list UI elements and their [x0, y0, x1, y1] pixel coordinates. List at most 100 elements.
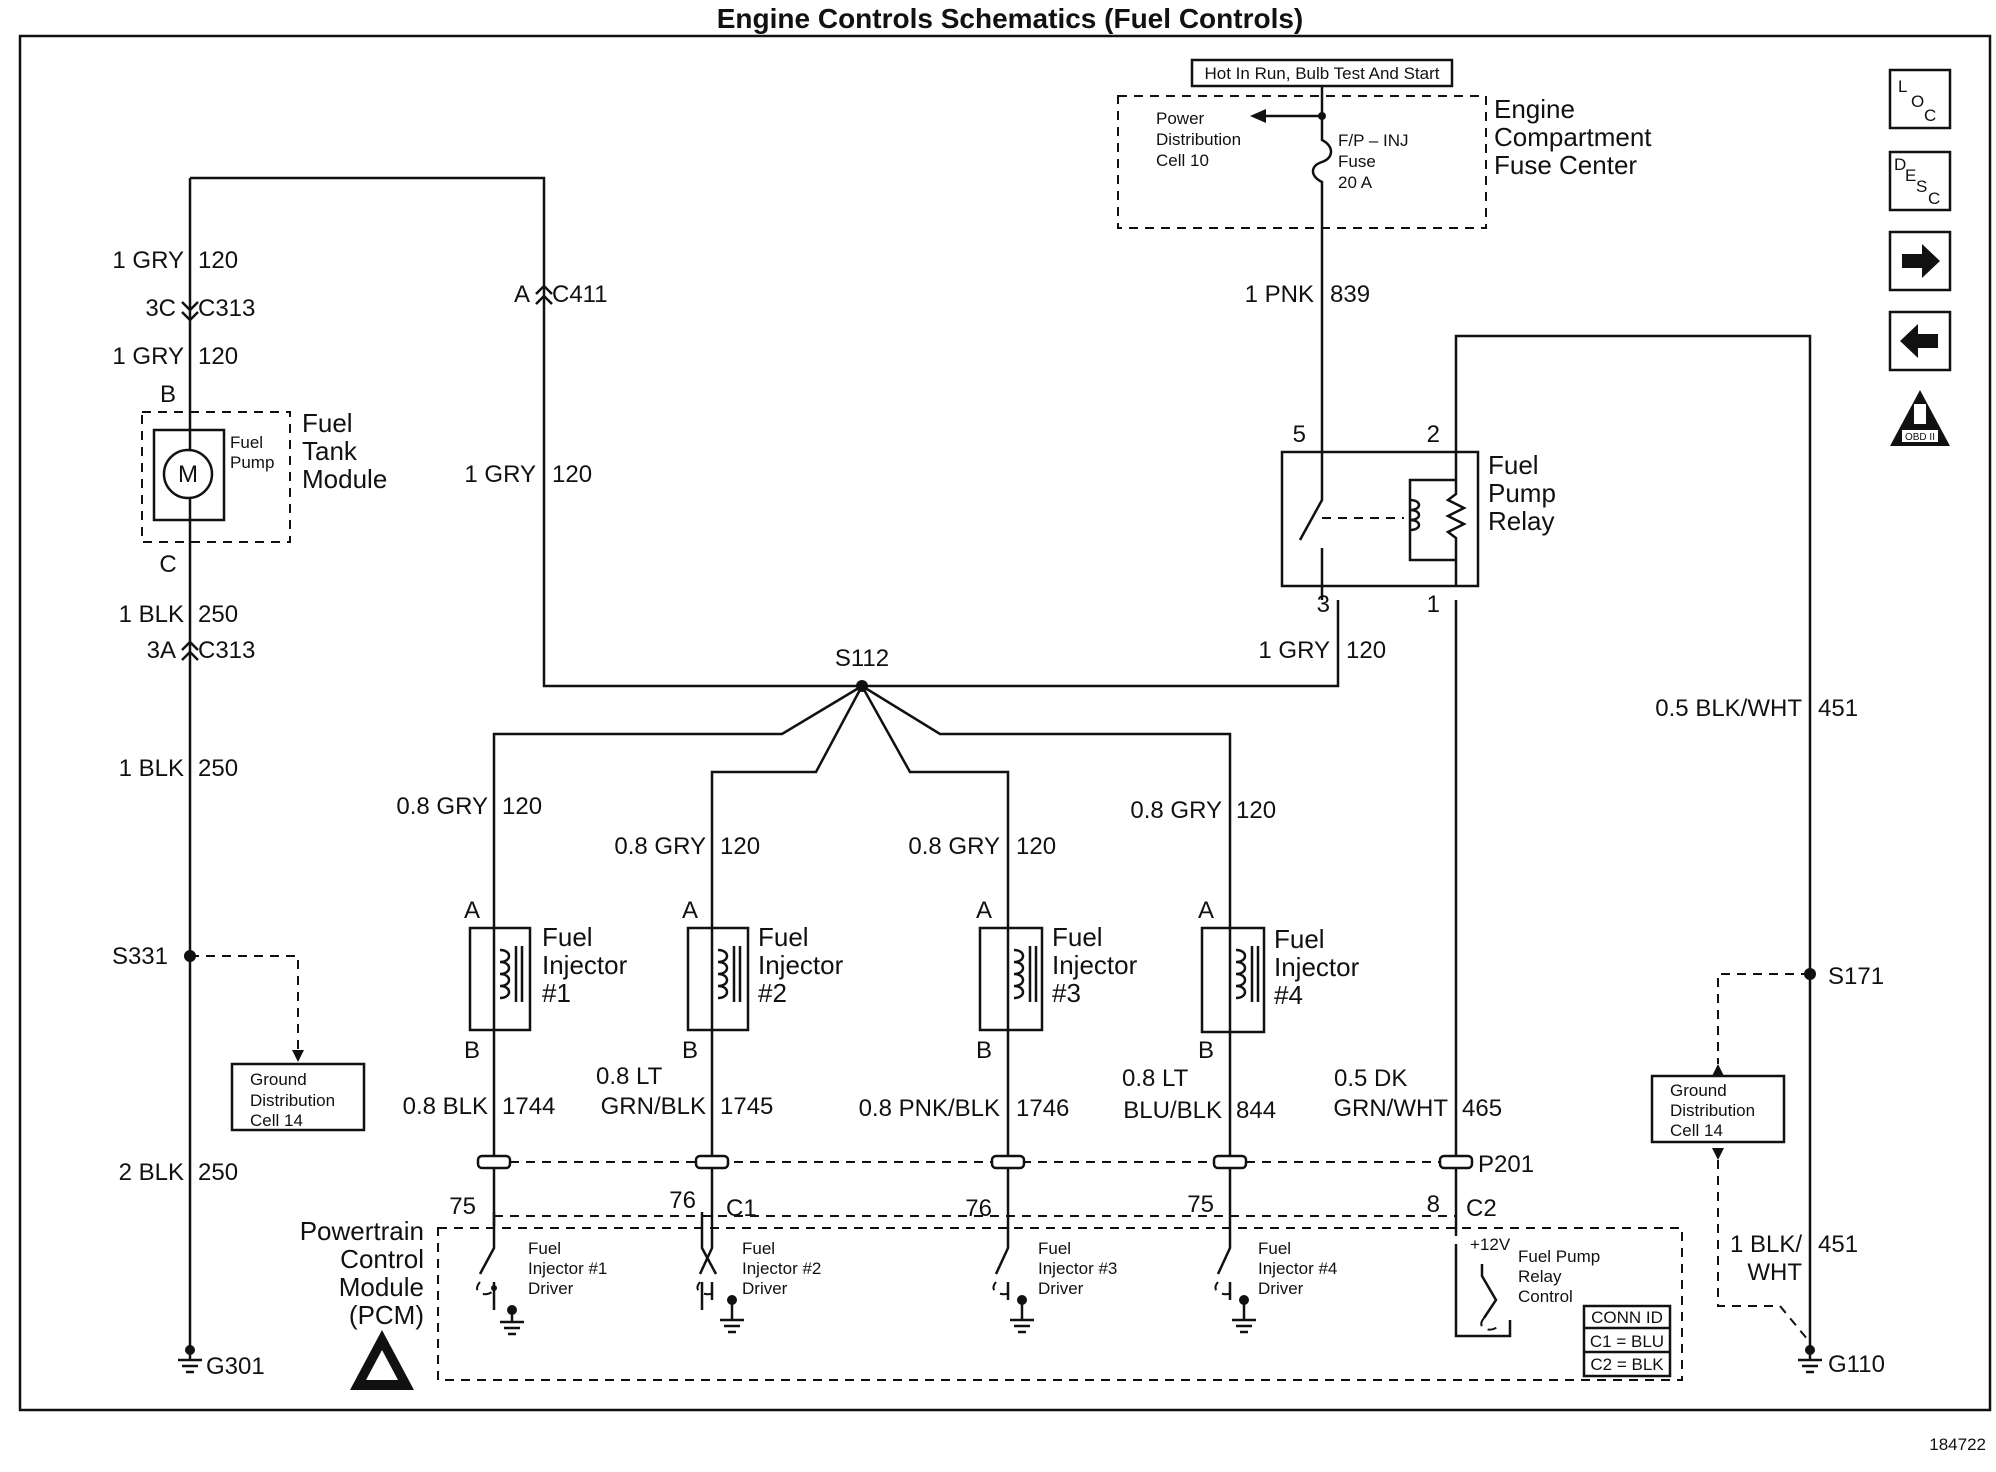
relay-control-label: Relay [1518, 1267, 1562, 1286]
svg-text:BLU/BLK: BLU/BLK [1123, 1097, 1222, 1124]
pcm-label: Control [340, 1244, 424, 1274]
wire-label: 1 GRY [112, 247, 184, 274]
wire-label: WHT [1747, 1259, 1802, 1286]
wire-label: 120 [198, 247, 238, 274]
relay-coil [1408, 452, 1467, 586]
arrow-up-icon [1712, 1064, 1724, 1076]
connector-c411: C411 [552, 281, 608, 308]
wire-label: 1 BLK/ [1730, 1231, 1802, 1258]
connector-pin: 3C [145, 295, 176, 322]
p201-terminal [694, 1154, 730, 1170]
fuse-center-name: Engine [1494, 94, 1575, 124]
p201-terminal [1438, 1154, 1474, 1170]
ground-icon [1798, 1358, 1822, 1374]
svg-text:B: B [1198, 1037, 1214, 1064]
wire-label: 0.5 DK [1334, 1065, 1407, 1092]
svg-text:Injector: Injector [542, 950, 628, 980]
fuel-injector-3: 0.8 GRY 120 A Fuel Injector #3 B 0.8 PNK… [859, 833, 1138, 1298]
pcm-connector: C2 [1466, 1195, 1497, 1222]
desc-button[interactable]: D E S C [1888, 150, 1952, 212]
next-button[interactable] [1888, 230, 1952, 292]
svg-text:1746: 1746 [1016, 1095, 1069, 1122]
fuel-injector-2: 0.8 GRY 120 A Fuel Injector #2 B 0.8 LT … [596, 833, 844, 1298]
wire-label: 1 GRY [112, 343, 184, 370]
motor-icon [162, 448, 214, 500]
svg-text:A: A [1198, 897, 1214, 924]
diagram-title: Engine Controls Schematics (Fuel Control… [717, 3, 1304, 34]
ground-point [1805, 1345, 1815, 1355]
fuse-center-name: Compartment [1494, 122, 1652, 152]
relay-control-link [1480, 1317, 1501, 1331]
wire-label: 2 BLK [119, 1159, 184, 1186]
ground-distribution-label: Ground [250, 1070, 307, 1089]
svg-text:C: C [1928, 189, 1940, 208]
wire-inj1-supply [492, 684, 863, 916]
svg-text:75: 75 [1187, 1191, 1214, 1218]
wire-label: 839 [1330, 281, 1370, 308]
svg-text:Fuel: Fuel [1258, 1239, 1291, 1258]
arrow-right-icon [1902, 244, 1940, 278]
fuel-injector-1: 0.8 GRY 120 A Fuel Injector #1 B 0.8 BLK… [396, 793, 627, 1298]
figure-number: 184722 [1929, 1435, 1986, 1454]
fuse-label: F/P – INJ [1338, 131, 1409, 150]
svg-text:Fuel: Fuel [742, 1239, 775, 1258]
svg-text:#4: #4 [1274, 980, 1303, 1010]
ground-distribution-box [1650, 1074, 1786, 1144]
svg-text:120: 120 [502, 793, 542, 820]
wire-blk-wht-451 [1454, 334, 1812, 1360]
svg-text:A: A [682, 897, 698, 924]
splice-label: S112 [835, 645, 889, 672]
connector-symbol [181, 640, 199, 661]
driver-switches [476, 1212, 1256, 1336]
wire-label: 465 [1462, 1095, 1502, 1122]
pcm-label: Module [339, 1272, 424, 1302]
svg-text:Injector: Injector [1274, 952, 1360, 982]
previous-button[interactable] [1888, 310, 1952, 372]
fuse-20a [1311, 116, 1333, 600]
arrow-left-icon [1250, 109, 1266, 123]
wire-label: GRN/WHT [1333, 1095, 1448, 1122]
arrow-left-icon [1900, 324, 1938, 358]
svg-text:B: B [682, 1037, 698, 1064]
fuel-tank-module-label: Fuel [302, 408, 353, 438]
relay-control-label: Control [1518, 1287, 1573, 1306]
motor-label: M [178, 461, 198, 488]
svg-text:120: 120 [720, 833, 760, 860]
svg-text:Injector: Injector [1052, 950, 1138, 980]
svg-text:C2 = BLK: C2 = BLK [1590, 1355, 1664, 1374]
wire-label: 1 PNK [1245, 281, 1314, 308]
connector-pin: A [514, 281, 530, 308]
relay-label: Fuel [1488, 450, 1539, 480]
svg-text:S: S [1916, 177, 1927, 196]
pump-label: Fuel [230, 433, 263, 452]
pin-label: C [159, 551, 176, 578]
svg-text:L: L [1898, 77, 1907, 96]
wire-label: 1 GRY [1258, 637, 1330, 664]
svg-text:Injector #4: Injector #4 [1258, 1259, 1337, 1278]
ground-distribution-label: Distribution [250, 1091, 335, 1110]
svg-text:C1: C1 [726, 1195, 757, 1222]
pin-label: B [160, 381, 176, 408]
svg-text:A: A [464, 897, 480, 924]
relay-pin: 3 [1317, 591, 1330, 618]
relay-pin: 1 [1427, 591, 1440, 618]
svg-text:0.8 LT: 0.8 LT [596, 1063, 663, 1090]
svg-text:#1: #1 [542, 978, 571, 1008]
fuel-injector-4: 0.8 GRY 120 A Fuel Injector #4 B 0.8 LT … [1122, 797, 1360, 1298]
loc-button[interactable]: L O C [1888, 68, 1952, 130]
ground-distribution-box [230, 1062, 366, 1132]
relay-label: Pump [1488, 478, 1556, 508]
wire-label: 0.5 BLK/WHT [1655, 695, 1802, 722]
wire-label: 1 BLK [119, 755, 184, 782]
wire-label: 250 [198, 601, 238, 628]
hot-label: Hot In Run, Bulb Test And Start [1205, 64, 1440, 83]
fuse-label: 20 A [1338, 173, 1373, 192]
diagram-border [18, 34, 1992, 1412]
pcm-pin: 8 [1427, 1191, 1440, 1218]
svg-text:OBD II: OBD II [1905, 432, 1935, 443]
wire-inj4-supply [861, 684, 1232, 916]
svg-text:Injector #1: Injector #1 [528, 1259, 607, 1278]
wire-label: 451 [1818, 1231, 1858, 1258]
svg-text:0.8 GRY: 0.8 GRY [396, 793, 488, 820]
